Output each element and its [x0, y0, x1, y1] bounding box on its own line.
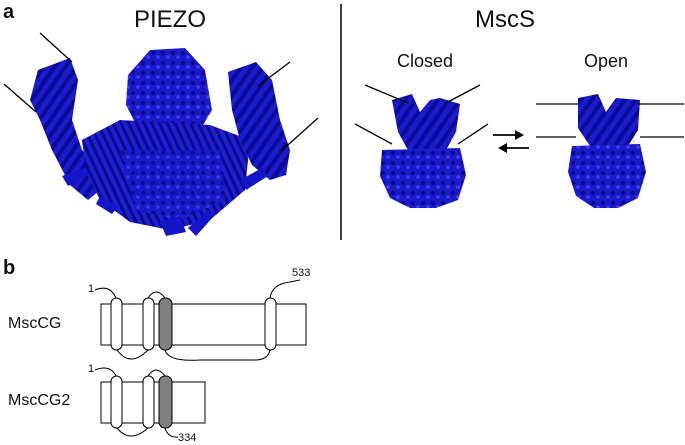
msccg-tm4 [264, 297, 277, 351]
equilibrium-arrows [493, 130, 529, 153]
piezo-title: PIEZO [134, 6, 206, 33]
msccg-tm2 [142, 297, 155, 351]
panel-a-letter: a [3, 1, 15, 23]
msccg2-end-label: 334 [178, 432, 196, 444]
mscs-open-structure [536, 94, 684, 208]
msccg-end-label: 533 [292, 267, 310, 279]
msccg2-tm3 [158, 375, 173, 429]
msccg-label: MscCG [8, 315, 61, 332]
msccg-start-label: 1 [88, 283, 94, 295]
msccg-tm3 [158, 297, 173, 351]
mscs-open-label: Open [584, 51, 628, 71]
msccg2-start-label: 1 [88, 363, 94, 375]
msccg-tm1 [110, 297, 123, 351]
panel-b-letter: b [3, 257, 15, 279]
msccg2-tm2 [142, 375, 155, 429]
piezo-structure [3, 32, 319, 236]
msccg-topology: MscCG 1 533 [8, 267, 310, 361]
msccg2-tm1 [110, 375, 123, 429]
mscs-closed-label: Closed [397, 51, 453, 71]
mscs-title: MscS [475, 6, 535, 33]
mscs-closed-structure [354, 84, 489, 208]
msccg2-topology: MscCG2 1 334 [8, 363, 206, 444]
msccg2-label: MscCG2 [8, 392, 70, 409]
